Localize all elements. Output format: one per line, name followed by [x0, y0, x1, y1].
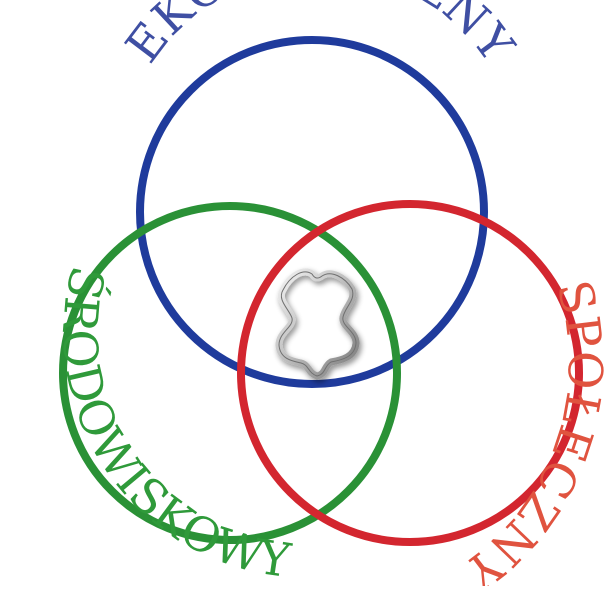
social-label-text: SPOŁECZNY	[453, 275, 611, 591]
leather-hide-icon	[275, 268, 360, 380]
environmental-circle	[59, 202, 401, 544]
social-circle	[237, 200, 583, 546]
social-label: SPOŁECZNY	[453, 275, 612, 586]
economic-circle	[136, 36, 488, 388]
